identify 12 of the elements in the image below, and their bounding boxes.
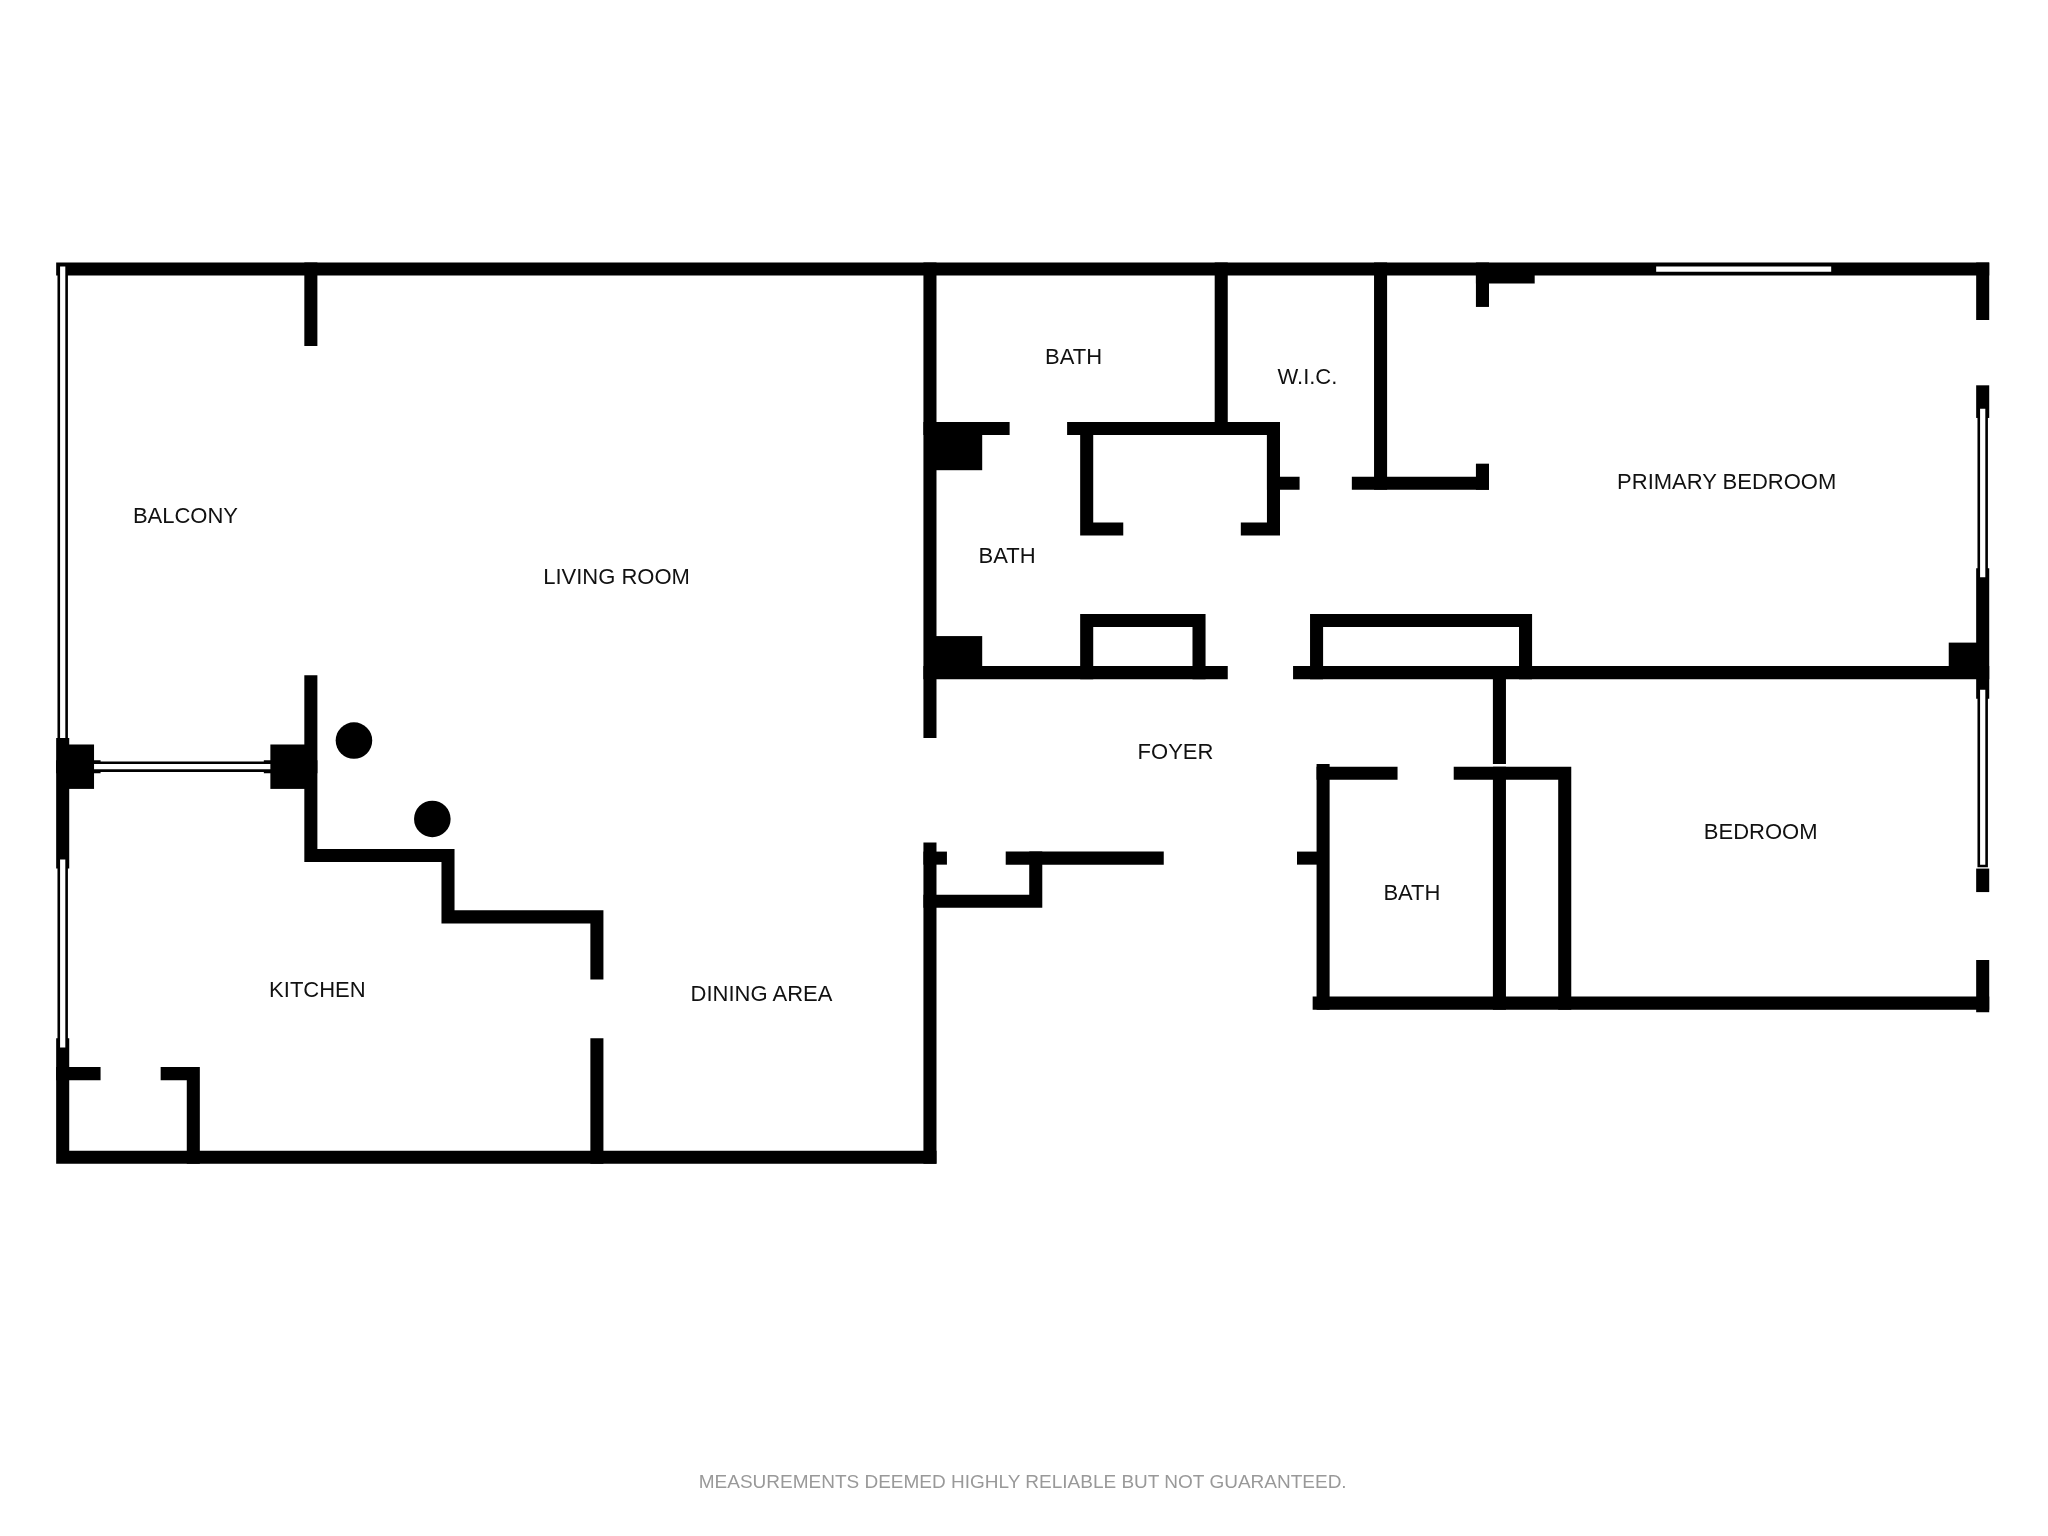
room-label: BATH bbox=[1045, 343, 1103, 370]
room-label: BALCONY bbox=[132, 502, 239, 529]
room-label: KITCHEN bbox=[269, 977, 366, 1004]
room-label: BATH bbox=[978, 543, 1036, 570]
room-label: LIVING ROOM bbox=[543, 564, 690, 591]
room-label: BEDROOM bbox=[1703, 819, 1818, 845]
room-label: BATH bbox=[1383, 880, 1441, 907]
room-label: PRIMARY BEDROOM bbox=[1617, 468, 1837, 495]
room-label: W.I.C. bbox=[1277, 364, 1338, 391]
room-label: DINING AREA bbox=[690, 980, 833, 1007]
room-label: FOYER bbox=[1137, 739, 1214, 766]
disclaimer-note: MEASUREMENTS DEEMED HIGHLY RELIABLE BUT NOT GUARANTEED. bbox=[698, 1471, 1347, 1494]
